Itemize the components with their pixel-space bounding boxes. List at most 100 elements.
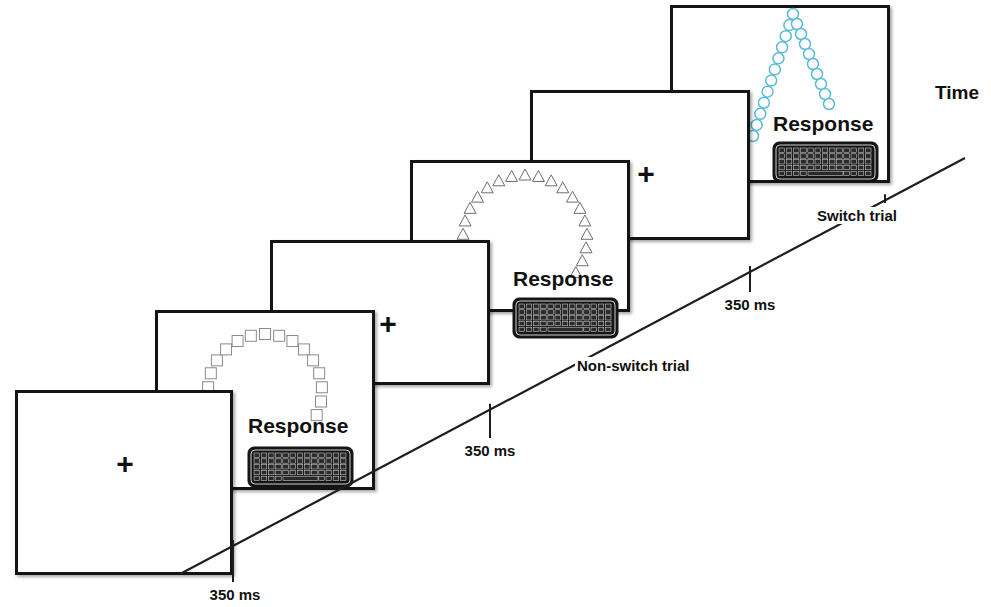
keyboard-key — [319, 470, 325, 474]
keyboard-key — [598, 310, 604, 314]
keyboard-body — [773, 142, 878, 182]
square-item — [260, 329, 271, 340]
keyboard-key — [786, 165, 792, 169]
keyboard-rim — [251, 450, 350, 484]
keyboard-key — [815, 165, 821, 169]
keyboard-key — [541, 304, 547, 308]
triangle-item — [481, 182, 493, 193]
triangle-item — [459, 215, 471, 226]
circle-item — [762, 86, 773, 97]
timing-label: 350 ms — [208, 586, 263, 603]
keyboard-key — [584, 310, 590, 314]
keyboard-key — [808, 154, 814, 158]
keyboard-key — [283, 465, 289, 469]
keyboard-key — [290, 459, 296, 463]
keyboard-key — [584, 321, 590, 325]
keyboard-key — [555, 321, 561, 325]
label-holder: 350 ms — [723, 296, 778, 314]
keyboard-key — [261, 465, 267, 469]
triangle-item — [519, 169, 531, 180]
keyboard-key — [584, 327, 590, 331]
keyboard-key — [858, 160, 864, 164]
keyboard-key — [254, 476, 260, 480]
keyboard-key — [598, 316, 604, 320]
keyboard-key — [326, 465, 332, 469]
keyboard-key — [837, 154, 843, 158]
keyboard-key — [591, 316, 597, 320]
keyboard-key — [304, 453, 310, 457]
keyboard-key — [312, 453, 318, 457]
keyboard-key — [333, 465, 339, 469]
square-item — [314, 368, 325, 379]
keyboard-key — [605, 310, 611, 314]
keyboard-key — [808, 160, 814, 164]
keyboard-key — [312, 459, 318, 463]
keyboard-key — [326, 453, 332, 457]
triangle-item — [581, 228, 593, 239]
square-item — [298, 344, 309, 355]
keyboard-icon — [248, 447, 353, 487]
keyboard-key — [786, 148, 792, 152]
circle-item — [755, 108, 766, 119]
keyboard-key — [577, 304, 583, 308]
keyboard-key — [312, 470, 318, 474]
axis-line — [180, 158, 965, 574]
keyboard-key — [605, 327, 611, 331]
triangle-item — [580, 242, 592, 253]
keyboard-body — [248, 447, 353, 487]
keyboard-key — [569, 310, 575, 314]
keyboard-key — [268, 459, 274, 463]
keyboard-key — [829, 165, 835, 169]
keyboard-key — [276, 459, 282, 463]
square-item — [287, 336, 298, 347]
keyboard-key — [340, 453, 346, 457]
triangle-item — [579, 215, 591, 226]
keyboard-key — [858, 154, 864, 158]
keyboard-key — [793, 148, 799, 152]
keyboard-key — [577, 316, 583, 320]
triangle-item — [574, 202, 586, 213]
keyboard-key — [598, 321, 604, 325]
keyboard-key — [261, 453, 267, 457]
keyboard-key — [297, 459, 303, 463]
keyboard-body — [513, 298, 618, 338]
keyboard-key — [533, 316, 539, 320]
keyboard-key — [844, 165, 850, 169]
keyboard-key — [779, 165, 785, 169]
triangle-item — [532, 170, 544, 181]
keyboard-key — [829, 148, 835, 152]
keyboard-space — [283, 476, 318, 480]
keyboard-key — [254, 453, 260, 457]
square-item — [308, 355, 319, 366]
keyboard-key — [541, 321, 547, 325]
keyboard-key — [815, 154, 821, 158]
label-holder: Non-switch trial — [575, 357, 692, 375]
keyboard-key — [283, 453, 289, 457]
keyboard-key — [276, 453, 282, 457]
axis-tick — [749, 266, 751, 292]
text-holder: + — [379, 307, 397, 340]
keyboard-key — [822, 165, 828, 169]
keyboard-key — [793, 154, 799, 158]
keyboard-key — [584, 316, 590, 320]
keyboard-key — [340, 459, 346, 463]
square-item — [245, 330, 256, 341]
keyboard-key — [858, 165, 864, 169]
triangle-item — [557, 182, 569, 193]
keyboard-key — [526, 321, 532, 325]
keyboard-key — [786, 171, 792, 175]
axis-tick — [232, 540, 234, 582]
fixation-screen: + — [15, 390, 233, 575]
keyboard-key — [548, 321, 554, 325]
response-label: Response — [773, 112, 873, 135]
square-item — [232, 336, 243, 347]
keyboard-key — [808, 165, 814, 169]
keyboard-key — [793, 160, 799, 164]
keyboard-key — [786, 154, 792, 158]
keyboard-key — [779, 160, 785, 164]
keyboard-space — [808, 171, 843, 175]
circle-item — [758, 97, 769, 108]
keyboard-key — [562, 310, 568, 314]
keyboard-key — [591, 304, 597, 308]
keyboard-key — [562, 321, 568, 325]
